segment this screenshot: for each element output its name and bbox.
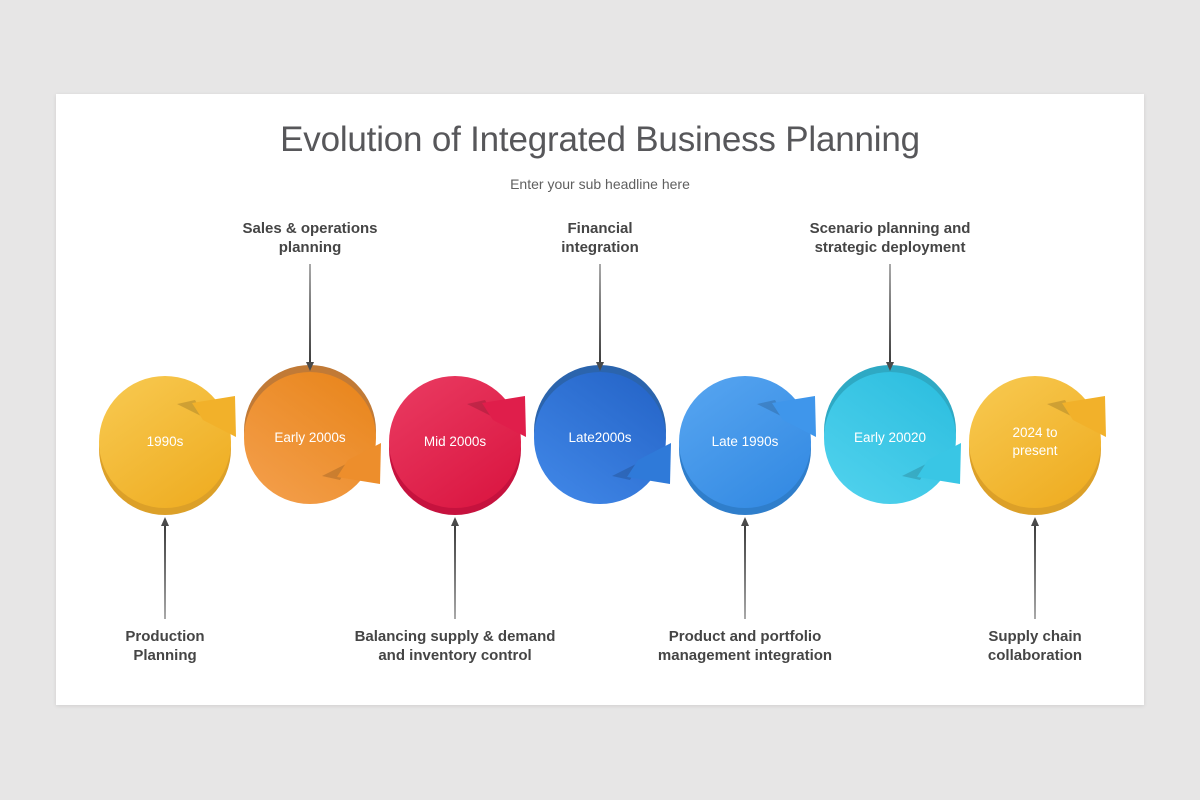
connector-line — [599, 264, 601, 362]
connector-line — [1034, 526, 1036, 619]
connector-line — [454, 526, 456, 619]
rotation-arrow-shape — [389, 376, 526, 515]
rotation-arrow-shape — [244, 365, 381, 504]
milestone-shape — [669, 358, 829, 528]
milestone-shape — [814, 352, 974, 522]
connector-line — [309, 264, 311, 362]
milestone-period: Early 2000s — [274, 430, 346, 445]
milestone-shape — [89, 358, 249, 528]
rotation-arrow-shape — [534, 365, 671, 504]
milestone-period: Late2000s — [568, 430, 632, 445]
arrow-up-icon — [450, 517, 459, 526]
milestone-period: Early 20020 — [853, 430, 927, 445]
arrow-up-icon — [740, 517, 749, 526]
milestone-shape — [379, 358, 539, 528]
milestone-shape — [959, 358, 1119, 528]
milestone-period: Mid 2000s — [423, 434, 487, 449]
page-title: Evolution of Integrated Business Plannin… — [280, 120, 920, 159]
rotation-arrow-shape — [969, 376, 1106, 515]
milestone-shape — [524, 352, 684, 522]
milestone-shape — [234, 352, 394, 522]
arrow-down-icon — [595, 362, 604, 371]
connector-line — [889, 264, 891, 362]
milestone-period: Late 1990s — [711, 434, 779, 449]
arrow-down-icon — [305, 362, 314, 371]
arrow-up-icon — [160, 517, 169, 526]
arrow-up-icon — [1030, 517, 1039, 526]
arrow-down-icon — [885, 362, 894, 371]
connector-line — [744, 526, 746, 619]
milestone-period: 1990s — [146, 434, 184, 449]
rotation-arrow-shape — [679, 376, 816, 515]
rotation-arrow-shape — [824, 365, 961, 504]
rotation-arrow-shape — [99, 376, 236, 515]
connector-line — [164, 526, 166, 619]
page-subtitle: Enter your sub headline here — [510, 176, 690, 192]
